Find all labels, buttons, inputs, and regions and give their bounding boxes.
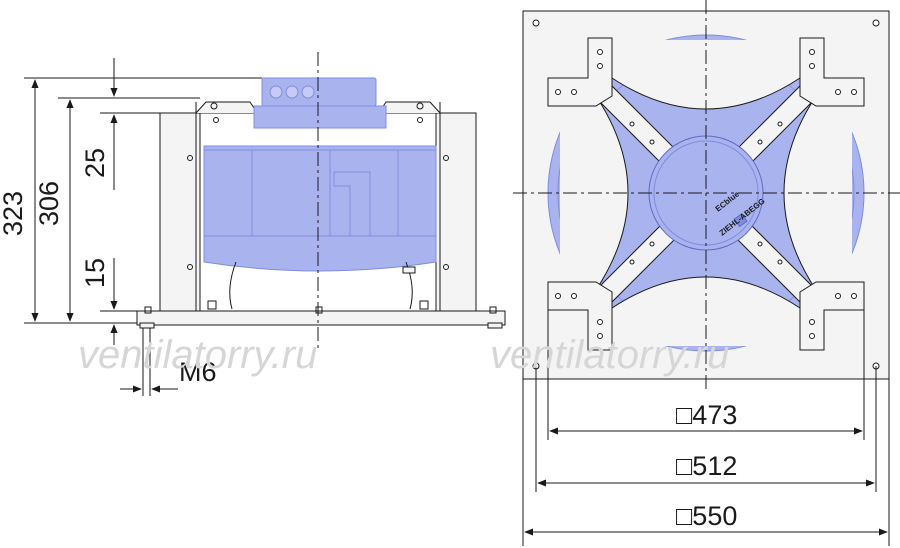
dim-306-label: 306	[34, 181, 64, 226]
watermark-left: ventilatorry.ru	[78, 333, 317, 377]
support-brackets	[547, 37, 865, 351]
dim-550-label: □550	[676, 501, 737, 531]
front-dimensions	[522, 310, 890, 546]
dim-15-label: 15	[80, 258, 110, 288]
dim-512-label: □512	[676, 451, 737, 481]
impeller-body	[203, 145, 437, 272]
dim-323-label: 323	[0, 191, 28, 236]
dim-473-label: □473	[676, 400, 737, 430]
front-view	[513, 0, 900, 390]
side-dimensions	[24, 58, 262, 396]
base-plate	[136, 310, 506, 326]
thread-label: M6	[179, 357, 217, 387]
motor-housing	[253, 105, 387, 129]
watermark-right: ventilatorry.ru	[490, 333, 729, 377]
dim-25-label: 25	[80, 148, 110, 178]
side-panel-left	[159, 112, 201, 312]
foot-right	[487, 322, 503, 329]
side-view	[136, 52, 506, 348]
foot-left	[139, 322, 155, 329]
side-panel-right	[435, 112, 477, 312]
